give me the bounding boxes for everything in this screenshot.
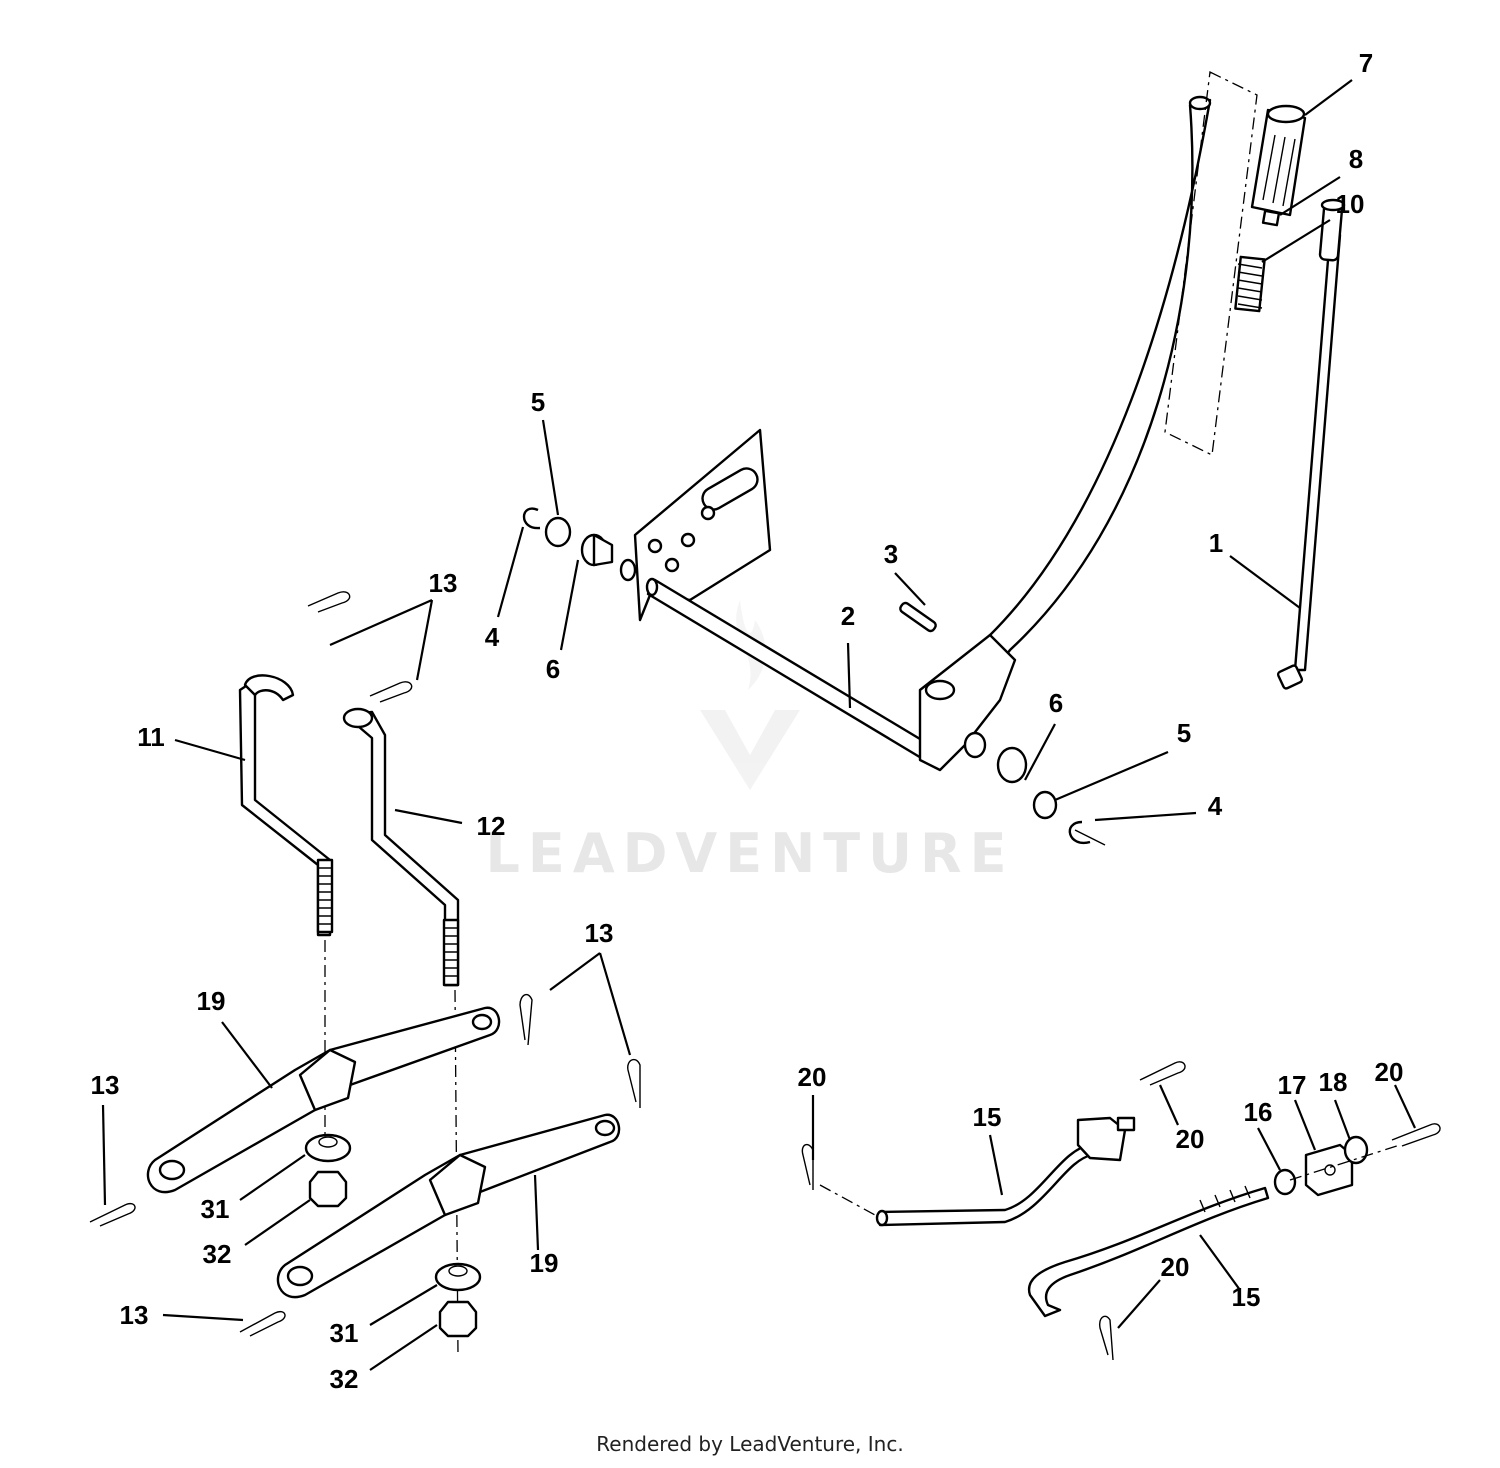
label-part-18: 18: [1319, 1067, 1348, 1097]
label-part-10: 10: [1336, 189, 1365, 219]
label-part-19-upper: 19: [197, 986, 226, 1016]
footer-credit: Rendered by LeadVenture, Inc.: [596, 1432, 904, 1456]
label-part-5-right: 5: [1177, 718, 1191, 748]
washer-upper: [304, 1133, 352, 1163]
label-part-32-lower: 32: [330, 1364, 359, 1394]
label-part-19-lower: 19: [530, 1248, 559, 1278]
adjuster-axis-line-2: [819, 1184, 876, 1216]
label-part-17: 17: [1278, 1070, 1307, 1100]
adjuster-rod-lower: [1027, 1185, 1270, 1318]
label-part-3: 3: [884, 539, 898, 569]
handle-grip: [1250, 104, 1307, 217]
label-part-6-left: 6: [546, 654, 560, 684]
grip-cap: [1261, 209, 1281, 227]
label-part-16: 16: [1244, 1097, 1273, 1127]
label-part-7: 7: [1359, 48, 1373, 78]
lift-arm-upper: [146, 1006, 501, 1194]
roll-pin: [899, 601, 937, 633]
label-part-5-left: 5: [531, 387, 545, 417]
label-part-31-upper: 31: [201, 1194, 230, 1224]
label-part-8: 8: [1349, 144, 1363, 174]
adjuster-block-upper: [1076, 1116, 1136, 1162]
lift-rod: [1276, 198, 1346, 690]
label-part-13-left: 13: [91, 1070, 120, 1100]
adjuster-nut-18: [1343, 1135, 1369, 1165]
label-part-4-left: 4: [485, 622, 500, 652]
spring: [1234, 255, 1266, 313]
label-part-13-right: 13: [585, 918, 614, 948]
nut-lower: [438, 1300, 478, 1338]
watermark-text: LEADVENTURE: [486, 822, 1015, 885]
label-part-13-top: 13: [429, 568, 458, 598]
lift-link-left: [238, 674, 334, 937]
handle-bracket: [918, 633, 1017, 772]
grip-outline: [1164, 71, 1258, 456]
adjuster-nut-16: [1273, 1168, 1297, 1196]
hairpin-clips-13: [89, 591, 641, 1337]
adjuster-rod-upper: [875, 1143, 1094, 1227]
label-part-4-right: 4: [1208, 791, 1223, 821]
lift-arm-lower: [276, 1113, 621, 1299]
lift-handle: [923, 95, 1212, 727]
nut-upper: [308, 1170, 348, 1208]
lift-link-right: [342, 707, 460, 987]
label-part-20-middle: 20: [1176, 1124, 1205, 1154]
label-part-11: 11: [137, 722, 165, 752]
right-bushing-stack: [963, 731, 1106, 846]
washer-lower: [434, 1262, 482, 1292]
leader-lines: [101, 79, 1416, 1371]
label-part-20-left: 20: [798, 1062, 827, 1092]
label-part-20-right: 20: [1375, 1057, 1404, 1087]
label-part-6-right: 6: [1049, 688, 1063, 718]
adjuster-block-17: [1304, 1143, 1354, 1197]
label-part-2: 2: [841, 601, 855, 631]
bracket-hole: [924, 679, 956, 701]
label-part-32-upper: 32: [203, 1239, 232, 1269]
label-part-13-bottom: 13: [120, 1300, 149, 1330]
label-part-15-upper: 15: [973, 1102, 1002, 1132]
label-part-31-lower: 31: [330, 1318, 359, 1348]
adjuster-axis-line: [1289, 1144, 1401, 1181]
label-part-12: 12: [477, 811, 506, 841]
label-part-1: 1: [1209, 528, 1223, 558]
label-part-20-bottom: 20: [1161, 1252, 1190, 1282]
left-bushing-stack: [522, 507, 614, 567]
label-part-15-lower: 15: [1232, 1282, 1261, 1312]
